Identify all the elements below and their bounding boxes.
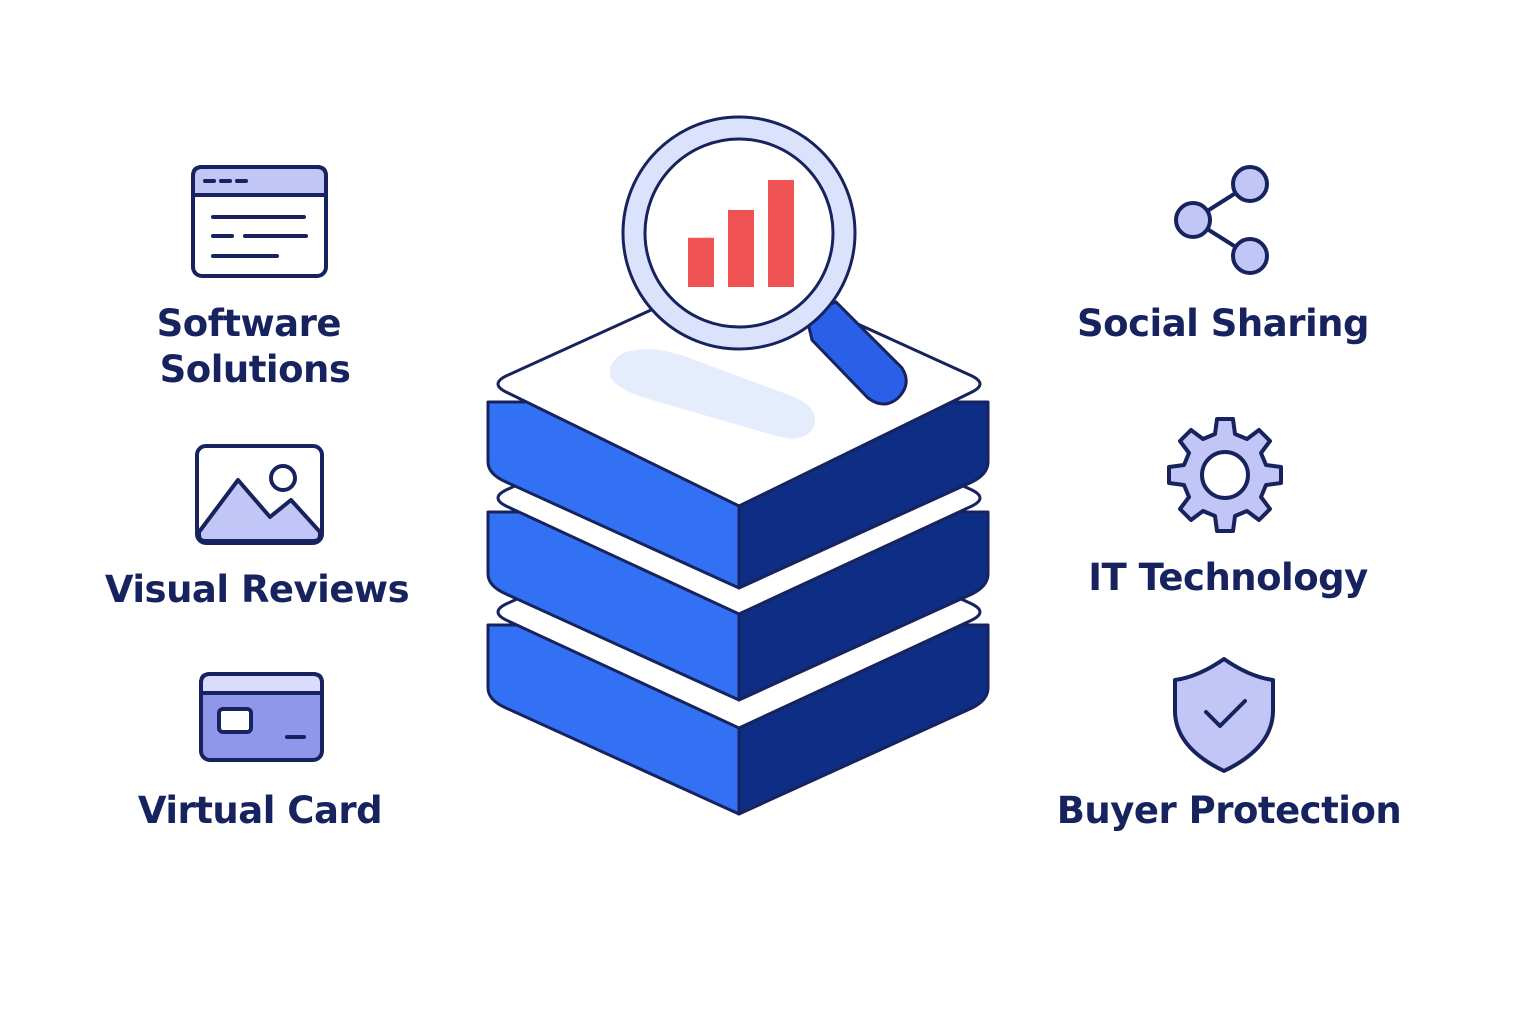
feature-label: Buyer Protection [1057,789,1402,832]
feature-label: Social Sharing [1077,302,1369,345]
surface-highlight [609,349,816,439]
credit-card-icon [199,672,324,762]
share-icon [1174,165,1269,275]
image-icon [195,444,324,545]
browser-window-icon [191,165,328,278]
feature-label: Visual Reviews [105,568,409,611]
lens-bar [688,237,714,287]
feature-label: Software Solutions [157,302,354,391]
shield-check-icon [1173,657,1275,773]
feature-label: IT Technology [1088,556,1368,599]
database-stack-icon [486,268,990,816]
magnifier-handle [804,300,908,406]
magnifier-bar-chart-icon [621,115,908,406]
lens-bar-chart [688,180,794,287]
feature-label: Virtual Card [138,789,382,832]
gear-icon [1167,417,1283,533]
lens-bar [768,180,794,287]
lens-bar [728,209,754,287]
